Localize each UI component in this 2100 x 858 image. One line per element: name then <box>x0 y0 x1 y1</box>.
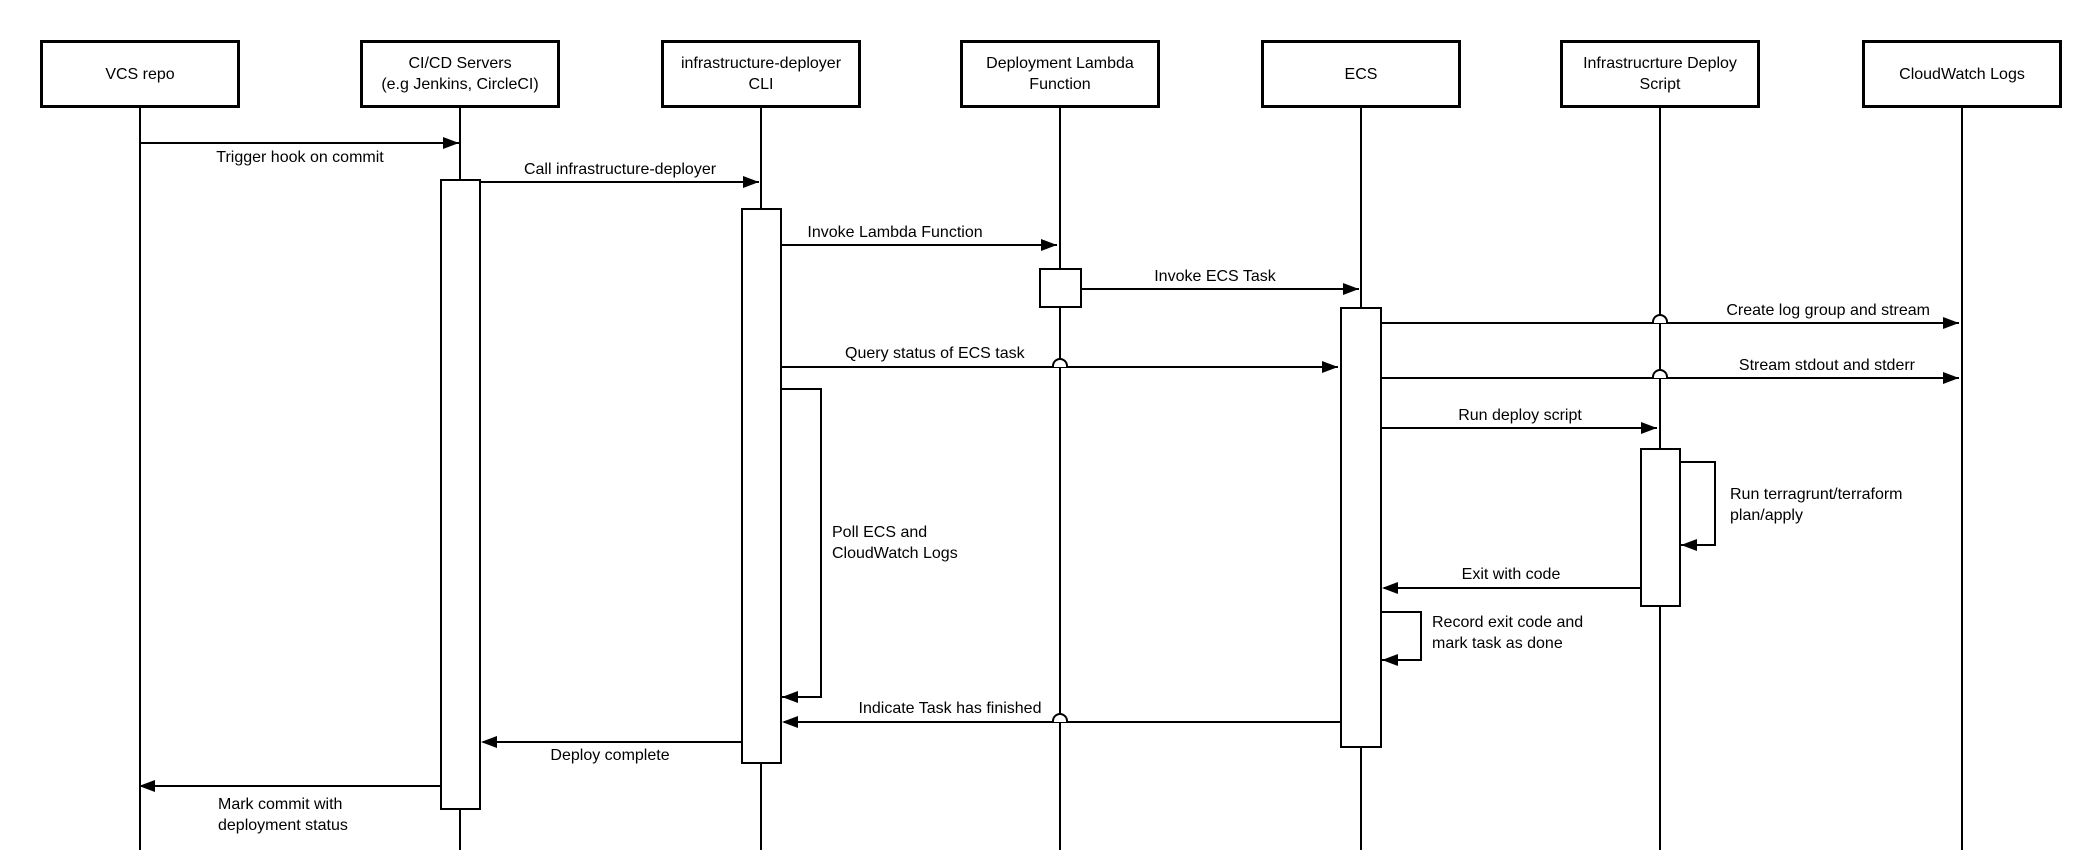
participant-label-deploy-script: Infrastrucrture Deploy Script <box>1583 55 1737 93</box>
message-label-invoke-ecs-task: Invoke ECS Task <box>1154 268 1276 285</box>
arrowhead-trigger-hook <box>443 137 459 149</box>
arrowhead-invoke-lambda <box>1041 239 1057 251</box>
participant-vcs-repo: VCS repo <box>40 40 240 108</box>
message-label-create-log-group: Create log group and stream <box>1726 302 1930 319</box>
selfcall-loop-terragrunt <box>1681 461 1716 546</box>
message-line-trigger-hook <box>140 142 459 144</box>
line-jump-query-status <box>1052 358 1068 367</box>
arrowhead-task-finished <box>782 716 798 728</box>
participant-ecs: ECS <box>1261 40 1461 108</box>
message-label-exit-with-code: Exit with code <box>1461 566 1561 583</box>
arrowhead-mark-commit <box>139 780 155 792</box>
participant-deploy-script: Infrastrucrture Deploy Script <box>1560 40 1760 108</box>
participant-label-cicd-servers: CI/CD Servers (e.g Jenkins, CircleCI) <box>381 55 539 93</box>
participant-infra-deployer-cli: infrastructure-deployer CLI <box>661 40 861 108</box>
line-jump-stream-stdout <box>1652 369 1668 378</box>
activation-infra-deployer-cli <box>741 208 782 764</box>
message-line-stream-stdout <box>1382 377 1959 379</box>
message-label-deploy-complete: Deploy complete <box>550 747 670 764</box>
arrowhead-deploy-complete <box>481 736 497 748</box>
activation-deploy-script <box>1640 448 1681 607</box>
activation-cicd-servers <box>440 179 481 810</box>
line-jump-task-finished <box>1052 713 1068 722</box>
participant-lambda-function: Deployment Lambda Function <box>960 40 1160 108</box>
participant-cicd-servers: CI/CD Servers (e.g Jenkins, CircleCI) <box>360 40 560 108</box>
message-line-call-deployer <box>481 181 759 183</box>
message-label-query-status: Query status of ECS task <box>845 345 1025 362</box>
message-label-task-finished: Indicate Task has finished <box>858 700 1042 717</box>
activation-lambda-function <box>1039 268 1082 308</box>
message-line-task-finished <box>784 721 1340 723</box>
message-line-exit-with-code <box>1384 587 1640 589</box>
message-label-invoke-lambda: Invoke Lambda Function <box>807 224 983 241</box>
lifeline-lambda-function <box>1059 108 1061 850</box>
arrowhead-stream-stdout <box>1943 372 1959 384</box>
message-label-run-deploy-script: Run deploy script <box>1458 407 1582 424</box>
message-label-stream-stdout: Stream stdout and stderr <box>1738 357 1915 374</box>
selfcall-loop-record-exit-code <box>1382 611 1422 661</box>
selfcall-loop-poll-ecs <box>782 388 822 698</box>
message-line-invoke-lambda <box>782 244 1057 246</box>
lifeline-cloudwatch-logs <box>1961 108 1963 850</box>
participant-label-infra-deployer-cli: infrastructure-deployer CLI <box>680 55 842 93</box>
message-label-mark-commit: Mark commit with deployment status <box>218 796 348 834</box>
arrowhead-exit-with-code <box>1382 582 1398 594</box>
arrowhead-record-exit-code <box>1382 654 1398 666</box>
message-line-deploy-complete <box>483 741 741 743</box>
arrowhead-run-deploy-script <box>1641 422 1657 434</box>
participant-label-ecs: ECS <box>1344 65 1378 83</box>
participant-label-vcs-repo: VCS repo <box>105 65 175 83</box>
message-line-query-status <box>782 366 1338 368</box>
message-label-record-exit-code: Record exit code and mark task as done <box>1432 614 1584 652</box>
message-label-call-deployer: Call infrastructure-deployer <box>523 161 717 178</box>
arrowhead-call-deployer <box>743 176 759 188</box>
message-line-invoke-ecs-task <box>1082 288 1359 290</box>
arrowhead-poll-ecs <box>782 691 798 703</box>
participant-label-cloudwatch-logs: CloudWatch Logs <box>1899 65 2025 83</box>
message-line-mark-commit <box>141 785 440 787</box>
message-label-terragrunt: Run terragrunt/terraform plan/apply <box>1730 486 1903 524</box>
arrowhead-terragrunt <box>1681 539 1697 551</box>
participant-cloudwatch-logs: CloudWatch Logs <box>1862 40 2062 108</box>
message-label-poll-ecs: Poll ECS and CloudWatch Logs <box>832 524 958 562</box>
lifeline-vcs-repo <box>139 108 141 850</box>
arrowhead-query-status <box>1322 361 1338 373</box>
arrowhead-invoke-ecs-task <box>1343 283 1359 295</box>
activation-ecs <box>1340 307 1382 748</box>
message-line-run-deploy-script <box>1382 427 1657 429</box>
arrowhead-create-log-group <box>1943 317 1959 329</box>
message-label-trigger-hook: Trigger hook on commit <box>216 149 384 166</box>
line-jump-create-log-group <box>1652 314 1668 323</box>
participant-label-lambda-function: Deployment Lambda Function <box>986 55 1134 93</box>
message-line-create-log-group <box>1382 322 1959 324</box>
